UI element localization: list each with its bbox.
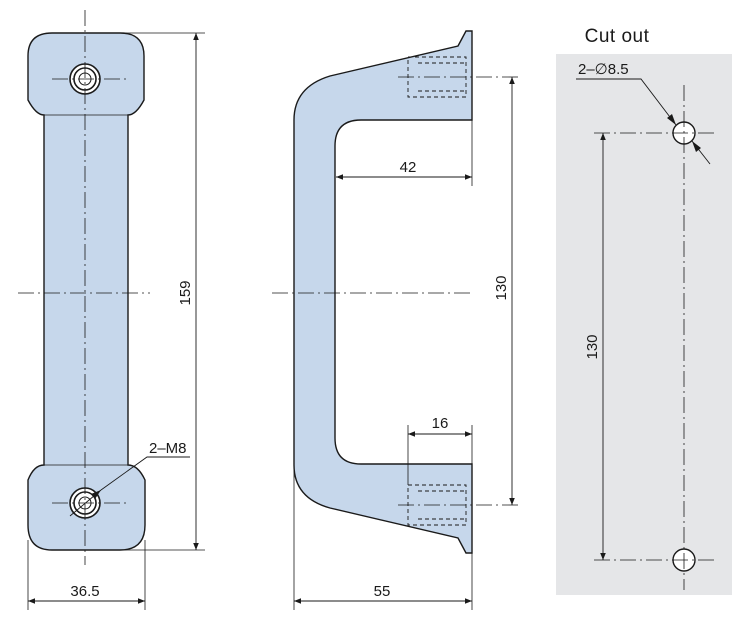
cutout-view: Cut out 130 2–∅8.5 bbox=[556, 26, 732, 595]
cutout-hole-note-label: 2–∅8.5 bbox=[578, 61, 629, 78]
dim-center-label: 130 bbox=[493, 275, 510, 300]
dim-inner-depth-label: 42 bbox=[400, 159, 417, 176]
handle-side-body bbox=[293, 30, 473, 554]
front-view: 159 2–M8 36.5 bbox=[18, 10, 205, 610]
dim-width-label: 36.5 bbox=[70, 583, 99, 600]
cutout-panel bbox=[556, 54, 732, 595]
dim-boss-label: 16 bbox=[432, 415, 449, 432]
dim-overall-depth-label: 55 bbox=[374, 583, 391, 600]
handle-front-body bbox=[27, 32, 146, 551]
dim-height-label: 159 bbox=[177, 280, 194, 305]
side-view: 42 130 16 55 bbox=[272, 30, 522, 610]
cutout-title: Cut out bbox=[585, 26, 650, 47]
cutout-dim-center-label: 130 bbox=[584, 334, 601, 359]
thread-note-label: 2–M8 bbox=[149, 440, 187, 457]
